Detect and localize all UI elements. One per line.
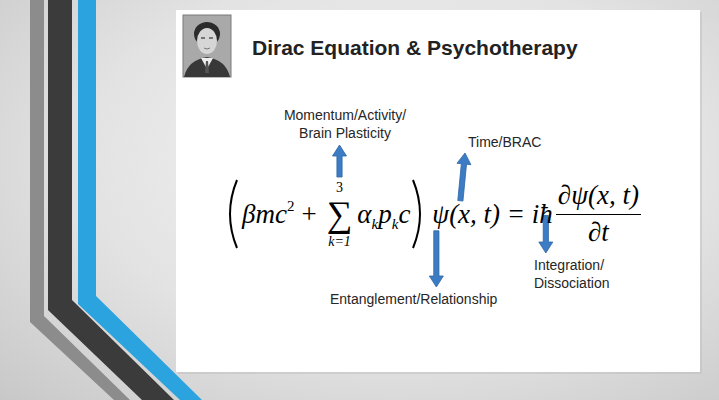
equation-term: ψ(x, t) = iħ	[432, 199, 552, 229]
annotation-label: Integration/ Dissociation	[534, 256, 609, 292]
pointer-arrow	[333, 145, 347, 177]
exponent: 2	[287, 198, 295, 214]
fraction-denominator: ∂t	[556, 214, 641, 248]
sum-limit: k=1	[328, 234, 351, 249]
fraction-numerator: ∂ψ(x, t)	[556, 180, 641, 213]
equation-term: βmc	[242, 199, 287, 229]
portrait-photo	[183, 15, 231, 77]
pointer-arrow	[429, 231, 443, 287]
pointer-arrow	[457, 153, 471, 201]
paren-symbol	[222, 177, 240, 251]
equation: βmc2 + 3 ∑ k=1 αkpkc ψ(x, t) = iħ ∂ψ(x, …	[222, 176, 641, 252]
white-panel	[176, 10, 700, 372]
sum-limit: 3	[336, 178, 343, 196]
slide-title: Dirac Equation & Psychotherapy	[252, 36, 578, 60]
fraction: ∂ψ(x, t) ∂t	[556, 180, 641, 247]
sum-limit: 3	[336, 180, 343, 195]
equation-term: βmc2	[242, 198, 294, 230]
subscript: k	[392, 216, 399, 232]
sum-symbol: 3 ∑ k=1	[327, 178, 353, 250]
annotation-label: Time/BRAC	[468, 133, 541, 151]
subscript: k	[372, 216, 379, 232]
sum-sign: ∑	[327, 196, 353, 232]
annotation-label: Entanglement/Relationship	[330, 290, 497, 308]
annotation-label: Momentum/Activity/ Brain Plasticity	[275, 106, 415, 142]
sum-sign: ∑	[327, 194, 353, 234]
equation-term: α	[357, 199, 371, 229]
equation-term: αkpkc	[357, 198, 410, 230]
dark-stripe	[48, 0, 174, 400]
equation-term: c	[398, 199, 410, 229]
equation-operator: +	[301, 198, 316, 230]
equation-operator: +	[301, 199, 316, 229]
equation-term: ψ(x, t) = iħ	[432, 198, 552, 230]
fraction-denominator: ∂t	[556, 214, 641, 248]
fraction-numerator: ∂ψ(x, t)	[556, 180, 641, 213]
equation-term: p	[378, 199, 392, 229]
paren-symbol	[410, 177, 428, 251]
sum-limit: k=1	[328, 232, 351, 250]
